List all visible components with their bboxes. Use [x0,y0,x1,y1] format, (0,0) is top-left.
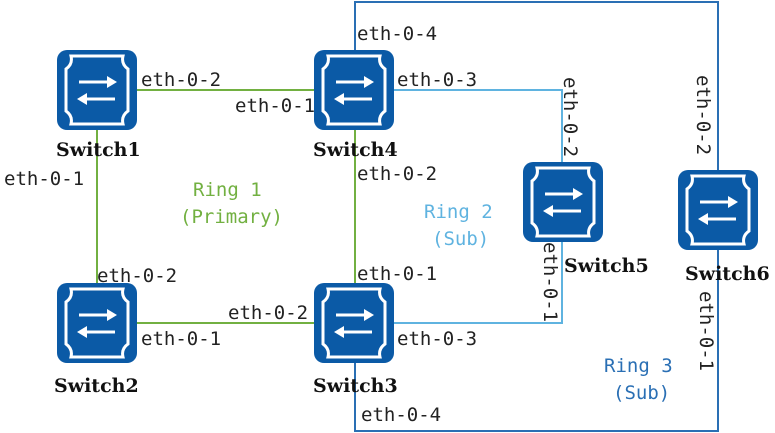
switch-1-label: Switch1 [56,139,141,161]
switch-icon [312,48,396,132]
port-label: eth-0-2 [141,69,221,91]
switch-6[interactable] [676,168,760,252]
ring-2-name: Ring 2 [424,201,493,223]
link-ring2-s5-s3 [392,238,563,324]
port-label: eth-0-1 [539,242,561,322]
switch-1[interactable] [55,48,139,132]
port-label: eth-0-1 [235,95,315,117]
switch-5[interactable] [521,160,605,244]
ring-2-type: (Sub) [432,228,489,250]
links [96,1,719,432]
switch-4-label: Switch4 [313,139,398,161]
port-label: eth-0-4 [357,23,437,45]
link-ring3-s4-s6 [354,1,719,172]
switch-icon [312,281,396,365]
ring-3-name: Ring 3 [604,355,673,377]
switch-5-label: Switch5 [564,255,649,277]
switch-icon [55,281,139,365]
port-label: eth-0-2 [559,77,581,157]
switch-icon [521,160,605,244]
ring-1-type: (Primary) [180,206,283,228]
port-label: eth-0-3 [397,328,477,350]
link-ring2-s4-s5 [392,89,563,165]
port-label: eth-0-2 [228,302,308,324]
link-ring3-s6-s3 [354,250,719,432]
port-label: eth-0-2 [692,75,714,155]
port-label: eth-0-4 [361,404,441,426]
port-label: eth-0-1 [4,168,84,190]
switch-icon [676,168,760,252]
switch-4[interactable] [312,48,396,132]
switch-6-label: Switch6 [685,263,770,285]
port-label: eth-0-2 [97,265,177,287]
port-label: eth-0-1 [357,263,437,285]
port-label: eth-0-1 [695,291,717,371]
switch-icon [55,48,139,132]
port-label: eth-0-1 [141,328,221,350]
ring-3-type: (Sub) [613,382,670,404]
switch-3[interactable] [312,281,396,365]
switch-3-label: Switch3 [313,375,398,397]
switch-2[interactable] [55,281,139,365]
switch-2-label: Switch2 [54,375,139,397]
port-label: eth-0-3 [397,69,477,91]
ring-1-name: Ring 1 [193,179,262,201]
port-label: eth-0-2 [357,163,437,185]
